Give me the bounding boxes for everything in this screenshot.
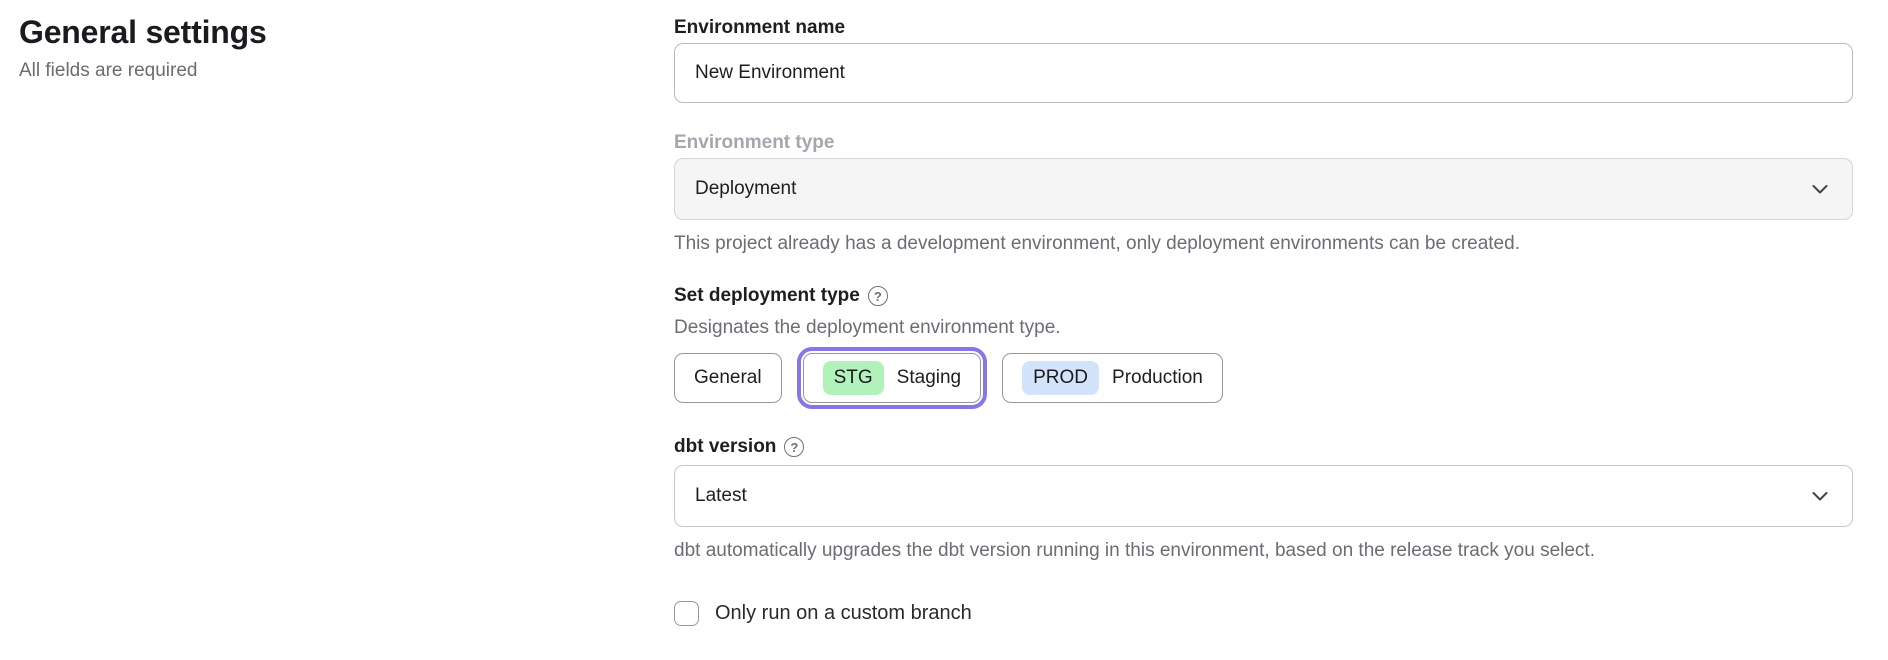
deployment-type-production-button[interactable]: PROD Production [1002, 353, 1223, 403]
dbt-version-value: Latest [695, 485, 747, 506]
deployment-type-staging-label: Staging [896, 367, 962, 388]
chevron-down-icon [1812, 491, 1828, 501]
dbt-version-label-row: dbt version ? [674, 435, 1853, 459]
chevron-down-icon [1812, 184, 1828, 194]
environment-name-input[interactable] [674, 43, 1853, 103]
page-title: General settings [19, 14, 267, 50]
environment-type-value: Deployment [695, 178, 797, 199]
deployment-type-label-row: Set deployment type ? [674, 284, 1853, 308]
staging-badge: STG [822, 361, 884, 395]
deployment-type-staging-button[interactable]: STG Staging [796, 347, 988, 409]
deployment-type-general-label: General [694, 367, 762, 388]
deployment-type-label: Set deployment type [674, 285, 860, 306]
help-icon[interactable]: ? [867, 286, 888, 306]
deployment-type-production-label: Production [1112, 367, 1203, 388]
dbt-version-label: dbt version [674, 436, 777, 457]
custom-branch-row: Only run on a custom branch [674, 601, 1853, 626]
page-subtitle: All fields are required [19, 60, 198, 81]
environment-type-label: Environment type [674, 132, 835, 153]
environment-form: Environment name Environment type Deploy… [674, 16, 1853, 626]
production-badge: PROD [1022, 361, 1100, 395]
deployment-type-helper: Designates the deployment environment ty… [674, 317, 1061, 338]
dbt-version-helper: dbt automatically upgrades the dbt versi… [674, 540, 1595, 561]
custom-branch-label: Only run on a custom branch [715, 602, 972, 624]
settings-intro: General settings All fields are required [19, 14, 579, 82]
environment-type-helper: This project already has a development e… [674, 233, 1520, 254]
dbt-version-select[interactable]: Latest [674, 465, 1853, 527]
deployment-type-options: General STG Staging PROD Production [674, 347, 1853, 409]
environment-type-select[interactable]: Deployment [674, 158, 1853, 220]
environment-name-label: Environment name [674, 17, 846, 38]
deployment-type-general-button[interactable]: General [674, 353, 782, 403]
help-icon[interactable]: ? [784, 437, 805, 457]
custom-branch-checkbox[interactable] [674, 601, 699, 626]
